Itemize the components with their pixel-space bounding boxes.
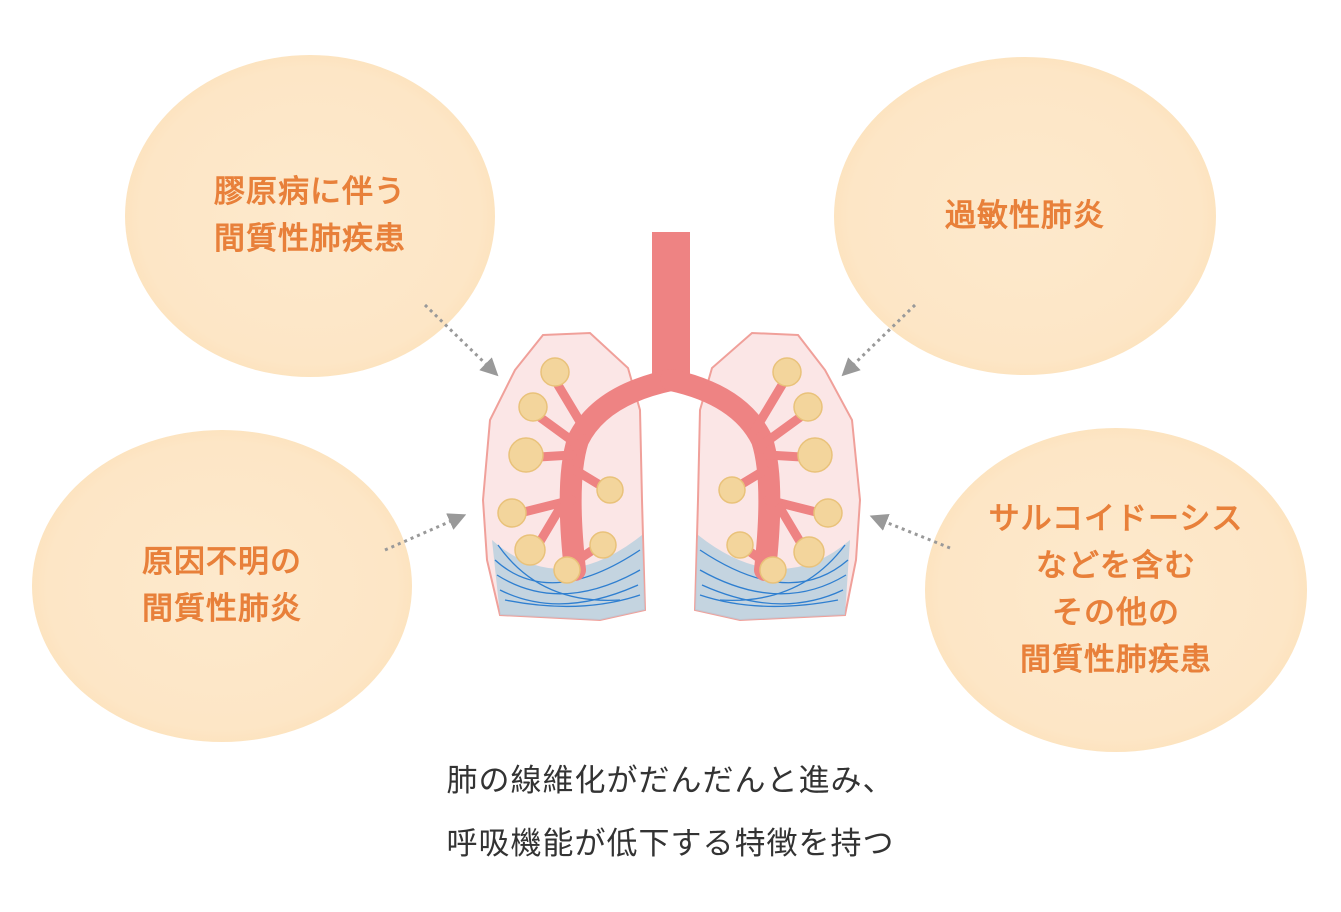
label-line: などを含む xyxy=(1035,548,1196,584)
bubble-label: 過敏性肺炎 xyxy=(945,193,1105,240)
label-line: 膠原病に伴う xyxy=(214,174,406,210)
bubble-label: 原因不明の 間質性肺炎 xyxy=(142,539,302,633)
bubble-collagen-disease-ild: 膠原病に伴う 間質性肺疾患 xyxy=(125,55,495,377)
caption-line-1: 肺の線維化がだんだんと進み、 xyxy=(446,763,895,799)
arrow-top-left xyxy=(423,303,499,377)
bubble-idiopathic-ip: 原因不明の 間質性肺炎 xyxy=(32,430,412,742)
fibrosis-lines xyxy=(494,544,641,608)
bubble-hypersensitivity-pneumonitis: 過敏性肺炎 xyxy=(834,57,1216,375)
bubble-label: サルコイドーシス などを含む その他の 間質性肺疾患 xyxy=(989,496,1244,684)
fibrosis-lines xyxy=(699,544,849,608)
bubble-other-ild: サルコイドーシス などを含む その他の 間質性肺疾患 xyxy=(925,428,1307,752)
arrows xyxy=(384,303,951,552)
label-line: その他の xyxy=(1051,595,1180,631)
arrow-top-right xyxy=(841,303,917,377)
alveoli-clusters xyxy=(497,357,843,584)
label-line: 間質性肺炎 xyxy=(142,591,302,627)
arrow-bottom-right xyxy=(869,514,951,550)
caption-line-2: 呼吸機能が低下する特徴を持つ xyxy=(446,826,895,862)
label-line: 間質性肺疾患 xyxy=(214,221,406,257)
label-line: 間質性肺疾患 xyxy=(1019,642,1212,678)
label-line: 過敏性肺炎 xyxy=(945,197,1105,234)
label-line: 原因不明の xyxy=(142,544,302,580)
arrow-bottom-left xyxy=(384,513,467,552)
bubble-label: 膠原病に伴う 間質性肺疾患 xyxy=(214,169,406,263)
label-line: サルコイドーシス xyxy=(988,501,1244,537)
